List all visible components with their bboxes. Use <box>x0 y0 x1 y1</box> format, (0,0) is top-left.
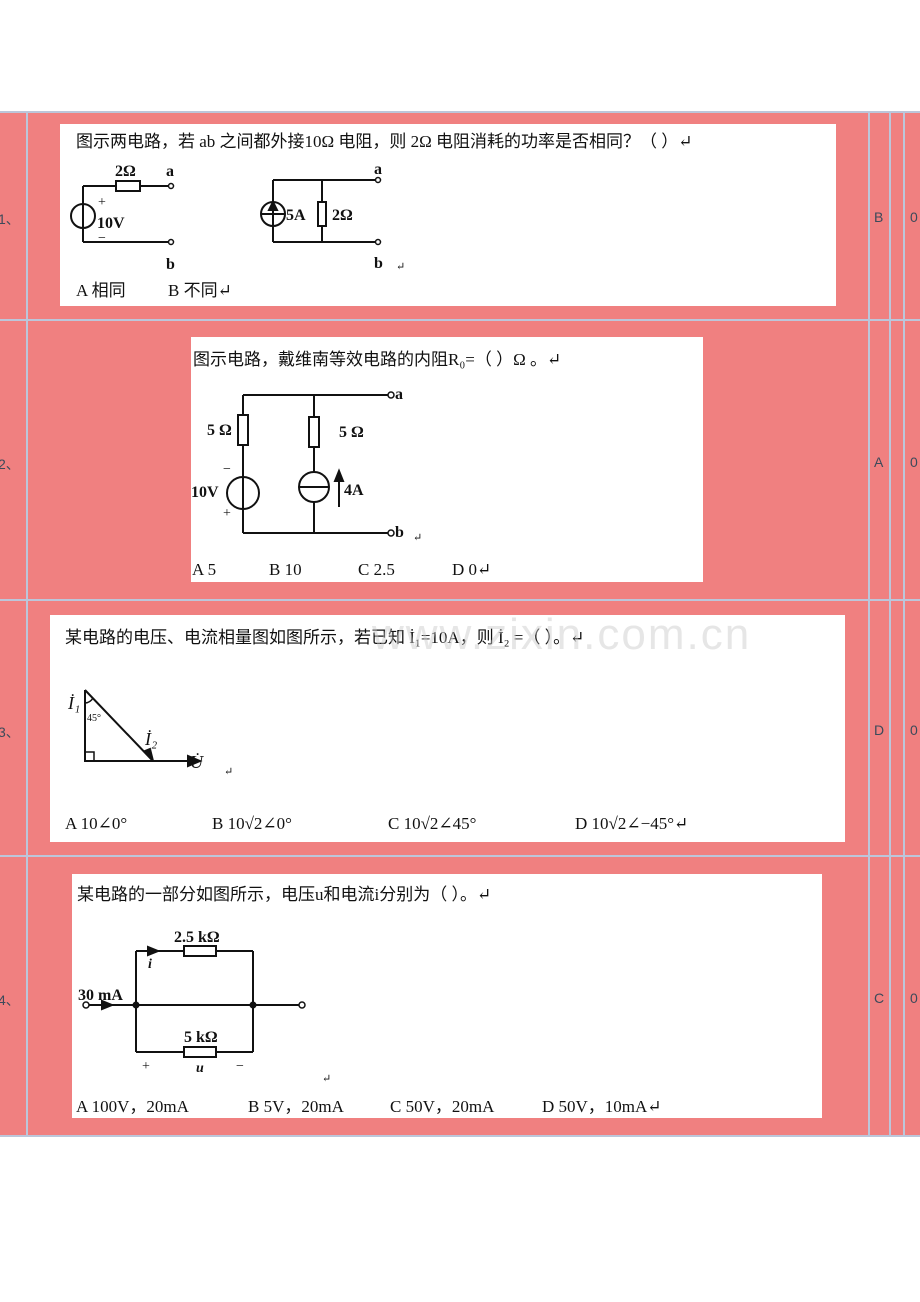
svg-text:↵: ↵ <box>224 766 233 778</box>
option-d: D 10√2∠−45°↵ <box>575 814 688 833</box>
table-bottom-border <box>0 1135 920 1137</box>
option-a: A 相同 <box>76 281 126 300</box>
svg-text:İ₁: İ₁ <box>67 693 80 713</box>
svg-text:−: − <box>236 1059 244 1074</box>
svg-text:5 Ω: 5 Ω <box>339 424 364 441</box>
svg-text:u: u <box>196 1061 204 1076</box>
svg-text:↵: ↵ <box>413 532 422 544</box>
svg-text:−: − <box>223 462 231 477</box>
option-b: B 10 <box>269 560 302 579</box>
svg-text:b: b <box>395 524 404 541</box>
svg-text:b: b <box>374 255 383 272</box>
question-image: 某电路的电压、电流相量图如图所示，若已知 İ₁=10A，则 İ₂ =（ ）。↵ … <box>50 615 845 842</box>
svg-text:5 Ω: 5 Ω <box>207 422 232 439</box>
score: 0 <box>910 209 918 225</box>
question-text: 图示两电路，若 ab 之间都外接10Ω 电阻，则 2Ω 电阻消耗的功率是否相同？… <box>76 132 693 151</box>
svg-text:−: − <box>98 231 106 246</box>
svg-text:2Ω: 2Ω <box>332 207 353 224</box>
question-image: 某电路的一部分如图所示，电压u和电流i分别为（ ）。↵ 2.5 kΩ i 30 … <box>72 874 822 1118</box>
svg-text:+: + <box>98 195 106 210</box>
svg-text:+: + <box>223 506 231 521</box>
option-b: B 不同↵ <box>168 281 232 300</box>
option-a: A 100V，20mA <box>76 1097 190 1116</box>
svg-text:5 kΩ: 5 kΩ <box>184 1029 218 1046</box>
svg-text:10V: 10V <box>191 484 219 501</box>
option-d: D 50V，10mA↵ <box>542 1097 662 1116</box>
answer: D <box>874 722 885 738</box>
option-b: B 10√2∠0° <box>212 814 292 833</box>
svg-text:a: a <box>395 386 403 403</box>
option-c: C 50V，20mA <box>390 1097 495 1116</box>
svg-text:İ₂: İ₂ <box>144 729 157 749</box>
option-b: B 5V，20mA <box>248 1097 345 1116</box>
svg-text:4A: 4A <box>344 482 364 499</box>
svg-text:U̇: U̇ <box>190 751 204 772</box>
question-image: 图示两电路，若 ab 之间都外接10Ω 电阻，则 2Ω 电阻消耗的功率是否相同？… <box>60 124 836 306</box>
question-text: 某电路的电压、电流相量图如图所示，若已知 İ₁=10A，则 İ₂ =（ ）。↵ <box>65 628 584 647</box>
answer: A <box>874 454 884 470</box>
option-a: A 10∠0° <box>65 814 127 833</box>
svg-text:+: + <box>142 1059 150 1074</box>
svg-text:↵: ↵ <box>322 1073 331 1085</box>
svg-text:2.5 kΩ: 2.5 kΩ <box>174 929 220 946</box>
svg-text:30 mA: 30 mA <box>78 987 123 1004</box>
question-number: 2、 <box>0 456 20 472</box>
option-a: A 5 <box>192 560 216 579</box>
score: 0 <box>910 722 918 738</box>
svg-text:5A: 5A <box>286 207 306 224</box>
answer: B <box>874 209 884 225</box>
svg-text:45°: 45° <box>87 713 101 724</box>
score: 0 <box>910 990 918 1006</box>
option-d: D 0↵ <box>452 560 491 579</box>
svg-text:a: a <box>166 163 174 180</box>
svg-text:a: a <box>374 161 382 178</box>
question-number: 4、 <box>0 992 20 1008</box>
svg-text:2Ω: 2Ω <box>115 163 136 180</box>
answer: C <box>874 990 885 1006</box>
question-text: 图示电路，戴维南等效电路的内阻R₀=（ ）Ω 。↵ <box>193 350 561 369</box>
question-number: 1、 <box>0 211 20 227</box>
svg-text:10V: 10V <box>97 215 125 232</box>
question-image: 图示电路，戴维南等效电路的内阻R₀=（ ）Ω 。↵ 5 Ω 5 Ω − 10V … <box>191 337 703 582</box>
score: 0 <box>910 454 918 470</box>
svg-text:↵: ↵ <box>396 261 405 273</box>
option-c: C 10√2∠45° <box>388 814 476 833</box>
question-text: 某电路的一部分如图所示，电压u和电流i分别为（ ）。↵ <box>77 885 491 904</box>
svg-text:b: b <box>166 256 175 273</box>
question-number: 3、 <box>0 724 20 740</box>
option-c: C 2.5 <box>358 560 395 579</box>
svg-text:i: i <box>148 957 152 972</box>
